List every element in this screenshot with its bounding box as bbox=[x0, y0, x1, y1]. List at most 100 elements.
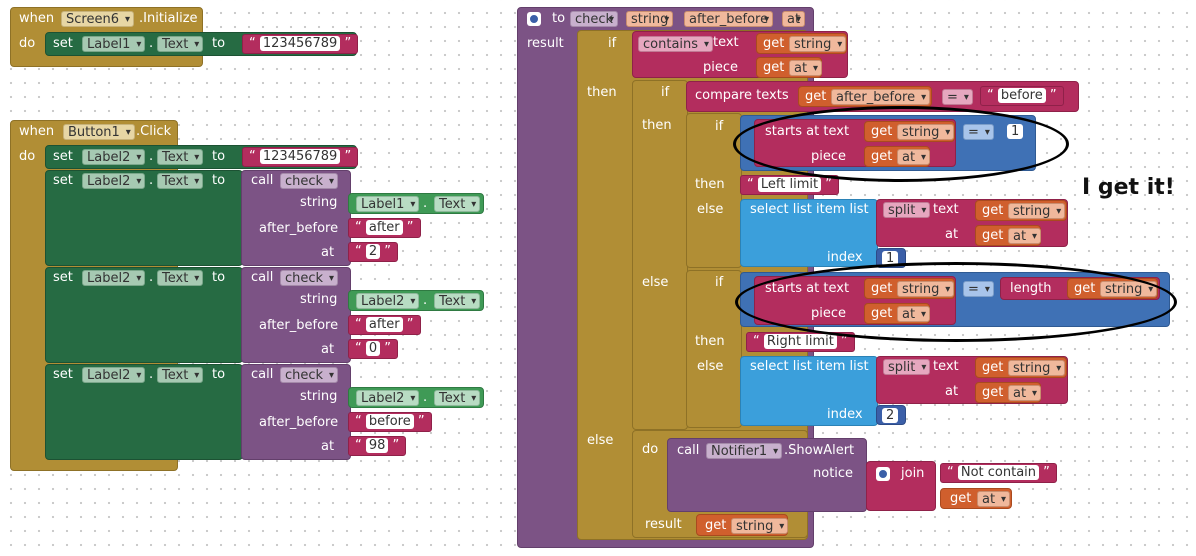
component-selector[interactable]: Label2 bbox=[82, 149, 146, 166]
get-string-block[interactable]: get string bbox=[975, 200, 1067, 221]
if-then-else-left[interactable]: if then else bbox=[686, 113, 742, 268]
procedure-selector[interactable]: check bbox=[280, 173, 339, 190]
if-then-else-inner[interactable]: if then else bbox=[632, 80, 688, 430]
join-block[interactable]: join bbox=[866, 461, 936, 511]
set-label2-text-block[interactable]: set Label2 . Text to “ 123456789 ” bbox=[45, 145, 359, 169]
mutator-gear-icon[interactable] bbox=[876, 467, 890, 481]
call-check-block-1[interactable]: call check string after_before at bbox=[241, 170, 351, 266]
text-string-block[interactable]: “ 2 ” bbox=[348, 242, 399, 262]
call-check-block-3[interactable]: call check string after_before at bbox=[241, 364, 351, 460]
string-literal[interactable]: before bbox=[997, 88, 1046, 103]
variable-selector[interactable]: string bbox=[789, 36, 847, 53]
get-string-block[interactable]: get string bbox=[696, 514, 789, 536]
procedure-name[interactable]: check bbox=[570, 11, 619, 28]
set-label2-call-check-1[interactable]: set Label2 . Text to bbox=[45, 170, 243, 266]
call-notifier-showalert[interactable]: call Notifier1 .ShowAlert notice bbox=[667, 438, 867, 512]
get-string-block[interactable]: get string bbox=[975, 357, 1067, 378]
component-selector[interactable]: Label2 bbox=[356, 293, 420, 310]
number-literal[interactable]: 2 bbox=[882, 408, 899, 423]
property-selector[interactable]: Text bbox=[157, 270, 204, 287]
variable-selector[interactable]: at bbox=[789, 60, 823, 77]
text-string-block[interactable]: “ Left limit ” bbox=[740, 175, 839, 195]
property-selector[interactable]: Text bbox=[434, 390, 481, 407]
string-literal[interactable]: Right limit bbox=[763, 334, 837, 349]
component-selector[interactable]: Label2 bbox=[356, 390, 420, 407]
method-name: .ShowAlert bbox=[784, 443, 855, 458]
property-selector[interactable]: Text bbox=[157, 36, 204, 53]
string-literal[interactable]: after bbox=[365, 220, 403, 235]
variable-selector[interactable]: at bbox=[1008, 228, 1042, 245]
get-at-block[interactable]: get at bbox=[975, 225, 1042, 246]
string-literal[interactable]: 2 bbox=[365, 244, 381, 259]
label-text-getter[interactable]: Label2 . Text bbox=[348, 387, 484, 408]
property-selector[interactable]: Text bbox=[157, 367, 204, 384]
variable-selector[interactable]: after_before bbox=[831, 89, 931, 106]
string-literal[interactable]: before bbox=[365, 414, 414, 429]
set-label2-call-check-2[interactable]: set Label2 . Text to bbox=[45, 267, 243, 363]
string-literal[interactable]: Not contain bbox=[957, 465, 1040, 480]
param-string[interactable]: string bbox=[626, 11, 674, 28]
text-string-block[interactable]: “ 123456789 ” bbox=[242, 34, 359, 54]
notifier-selector[interactable]: Notifier1 bbox=[706, 443, 783, 460]
text-string-block[interactable]: “ Not contain ” bbox=[940, 463, 1057, 483]
property-selector[interactable]: Text bbox=[434, 196, 481, 213]
text-string-block[interactable]: “ after ” bbox=[348, 218, 421, 238]
compare-operator-selector[interactable]: = bbox=[942, 89, 973, 106]
param-at[interactable]: at bbox=[782, 11, 806, 28]
component-selector[interactable]: Label2 bbox=[82, 270, 146, 287]
select-list-item-block[interactable]: select list item list index bbox=[740, 356, 878, 426]
variable-selector[interactable]: string bbox=[1008, 203, 1066, 220]
screen-selector[interactable]: Screen6 bbox=[61, 11, 134, 28]
number-literal[interactable]: 1 bbox=[882, 251, 899, 266]
string-literal[interactable]: 0 bbox=[365, 341, 381, 356]
property-selector[interactable]: Text bbox=[434, 293, 481, 310]
procedure-selector[interactable]: check bbox=[280, 367, 339, 384]
mutator-gear-icon[interactable] bbox=[527, 12, 541, 26]
button-selector[interactable]: Button1 bbox=[63, 124, 135, 141]
contains-selector[interactable]: contains bbox=[638, 36, 714, 53]
procedure-selector[interactable]: check bbox=[280, 270, 339, 287]
text-string-block[interactable]: “ after ” bbox=[348, 315, 421, 335]
split-text-block[interactable]: split text at bbox=[876, 356, 1068, 404]
to-keyword: to bbox=[552, 11, 566, 26]
string-literal[interactable]: 123456789 bbox=[259, 36, 341, 51]
if-keyword: if bbox=[608, 36, 617, 51]
text-string-block[interactable]: “ before ” bbox=[348, 412, 432, 432]
property-selector[interactable]: Text bbox=[157, 173, 204, 190]
component-selector[interactable]: Label2 bbox=[82, 173, 146, 190]
call-check-block-2[interactable]: call check string after_before at bbox=[241, 267, 351, 363]
string-literal[interactable]: Left limit bbox=[757, 177, 822, 192]
component-selector[interactable]: Label1 bbox=[356, 196, 420, 213]
label-text-getter[interactable]: Label1 . Text bbox=[348, 193, 484, 214]
string-literal[interactable]: 98 bbox=[365, 438, 389, 453]
if-then-else-right[interactable]: if then else bbox=[686, 270, 742, 428]
select-list-item-block[interactable]: select list item list index bbox=[740, 199, 878, 267]
property-selector[interactable]: Text bbox=[157, 149, 204, 166]
get-after-before-block[interactable]: get after_before bbox=[798, 86, 932, 107]
variable-selector[interactable]: string bbox=[1008, 360, 1066, 377]
get-at-block[interactable]: get at bbox=[940, 488, 1012, 509]
set-label2-call-check-3[interactable]: set Label2 . Text to bbox=[45, 364, 243, 460]
text-string-block[interactable]: “ 98 ” bbox=[348, 436, 407, 456]
text-string-block[interactable]: “ Right limit ” bbox=[746, 332, 855, 352]
split-selector[interactable]: split bbox=[883, 202, 931, 219]
component-selector[interactable]: Label1 bbox=[82, 36, 146, 53]
text-string-block[interactable]: “ 0 ” bbox=[348, 339, 399, 359]
param-after-before[interactable]: after_before bbox=[684, 11, 774, 28]
label-text-getter[interactable]: Label2 . Text bbox=[348, 290, 484, 311]
string-literal[interactable]: 123456789 bbox=[259, 149, 341, 164]
string-literal[interactable]: after bbox=[365, 317, 403, 332]
text-string-block[interactable]: “ before ” bbox=[980, 86, 1064, 106]
string-arg-label: string bbox=[300, 195, 338, 210]
split-selector[interactable]: split bbox=[883, 359, 931, 376]
get-at-block[interactable]: get at bbox=[756, 57, 823, 78]
number-block[interactable]: 2 bbox=[876, 405, 906, 425]
variable-selector[interactable]: string bbox=[731, 518, 789, 535]
variable-selector[interactable]: at bbox=[1008, 385, 1042, 402]
text-string-block[interactable]: “ 123456789 ” bbox=[242, 147, 359, 167]
get-string-block[interactable]: get string bbox=[756, 33, 847, 54]
get-at-block[interactable]: get at bbox=[975, 382, 1042, 403]
component-selector[interactable]: Label2 bbox=[82, 367, 146, 384]
variable-selector[interactable]: at bbox=[977, 491, 1011, 508]
set-label1-text-block[interactable]: set Label1 . Text to “ 123456789 ” bbox=[45, 32, 359, 56]
